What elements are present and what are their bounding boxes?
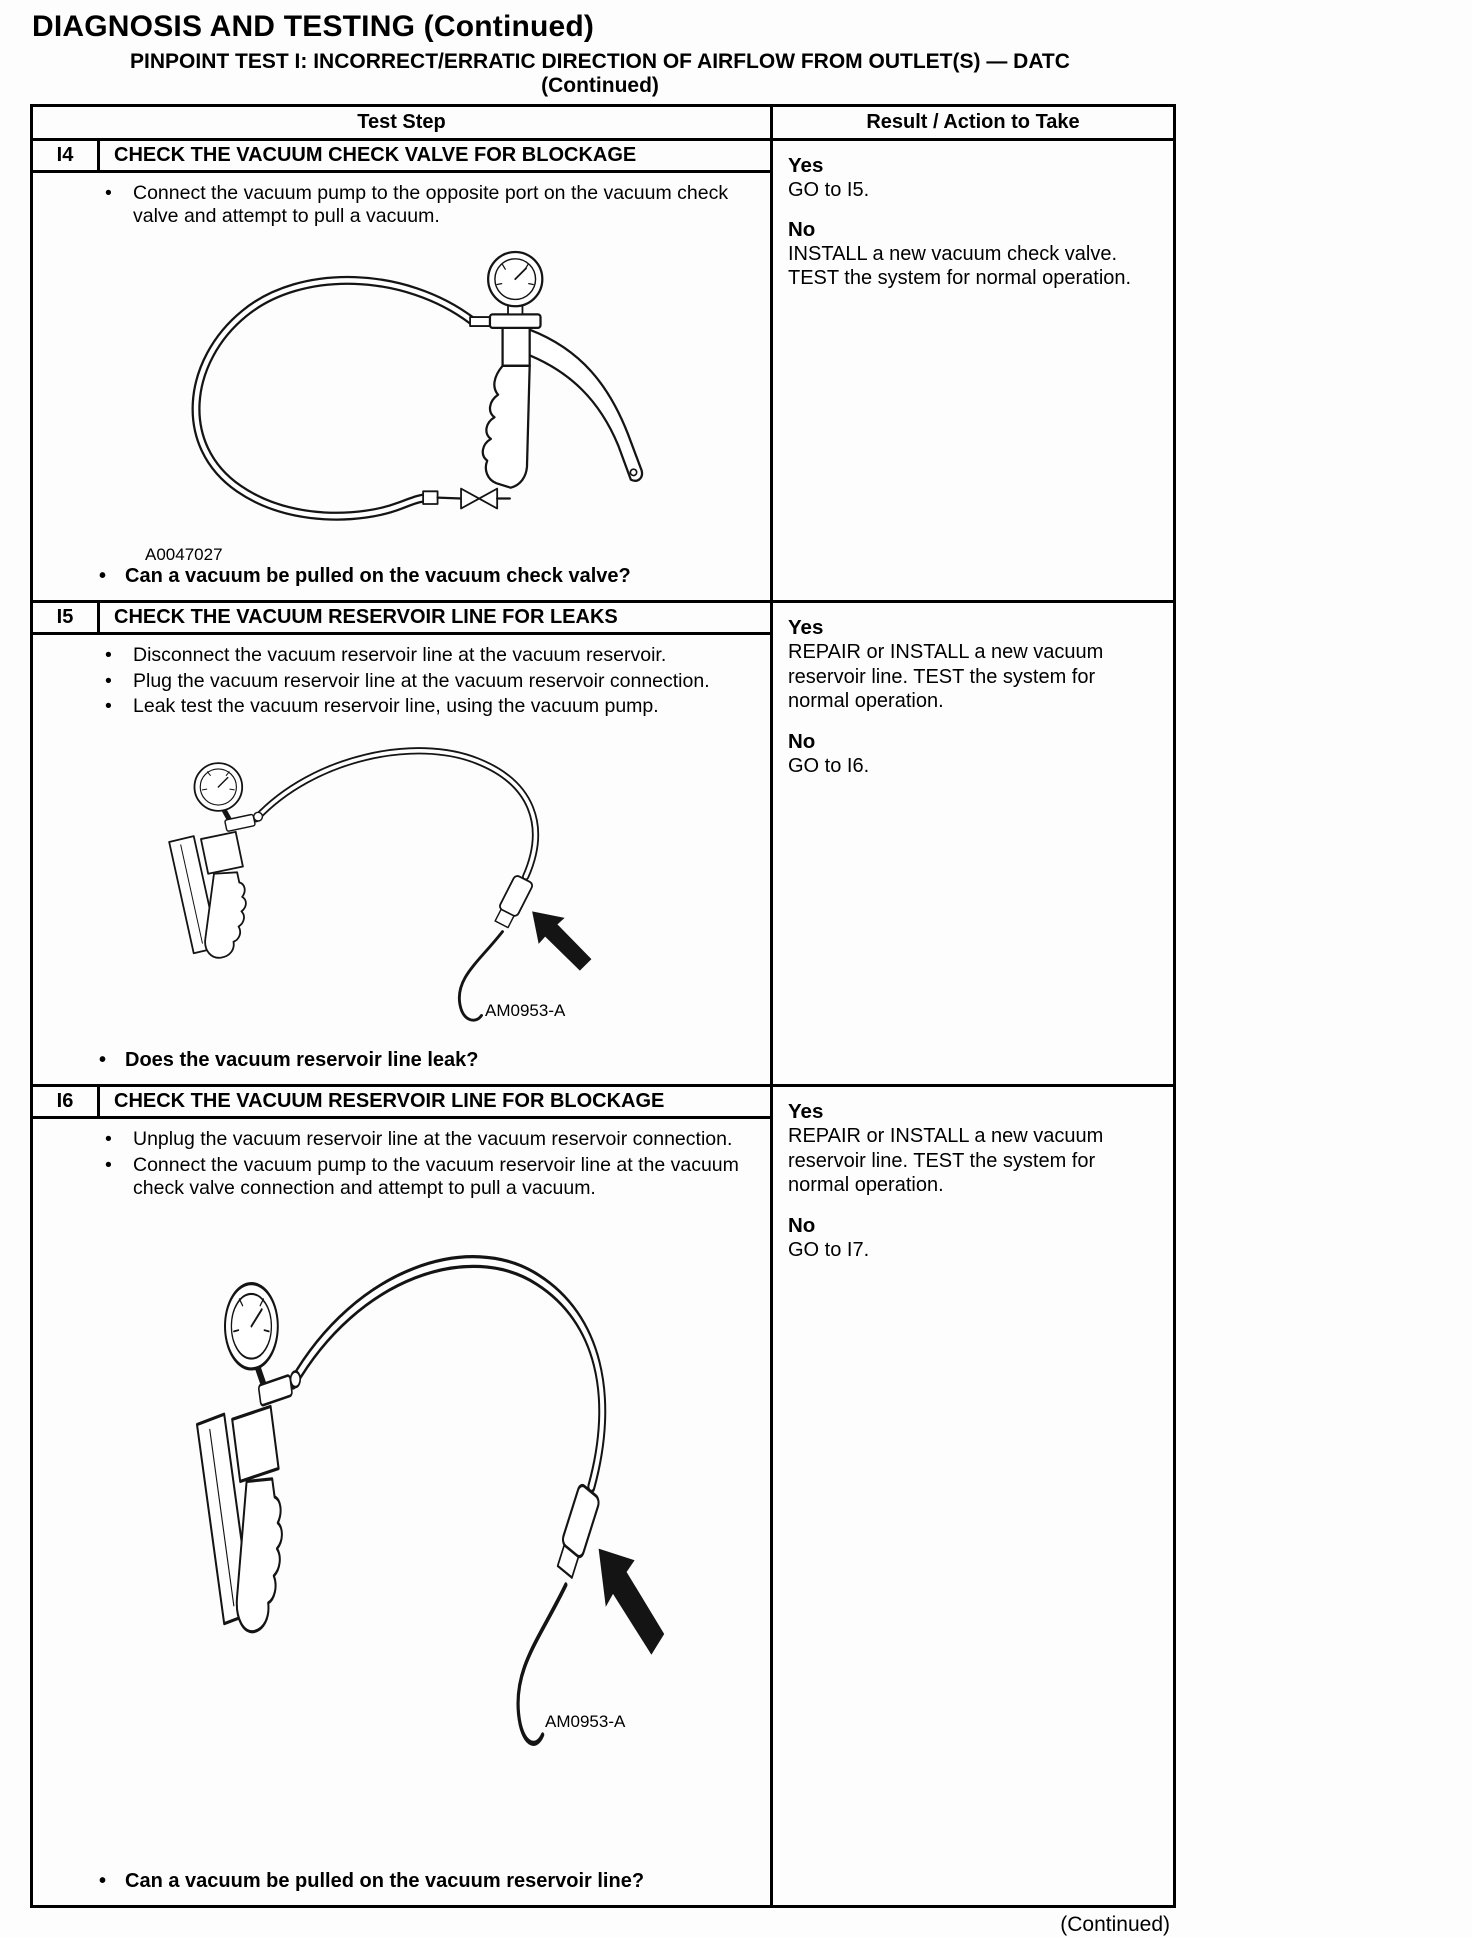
result-yes-label: Yes [788, 616, 824, 640]
result-yes-block: Yes REPAIR or INSTALL a new vacuum reser… [788, 615, 1158, 713]
result-no-label: No [788, 729, 816, 753]
result-no-block: No INSTALL a new vacuum check valve. TES… [788, 217, 1158, 291]
test-row-i4: I4 CHECK THE VACUUM CHECK VALVE FOR BLOC… [33, 140, 1173, 604]
step-title-i4: CHECK THE VACUUM CHECK VALVE FOR BLOCKAG… [114, 143, 637, 166]
vacuum-pump-with-line-illustration [133, 732, 603, 1043]
pinpoint-test-continued: (Continued) [541, 73, 659, 97]
step-question: Can a vacuum be pulled on the vacuum che… [41, 565, 762, 590]
step-body-i4: Connect the vacuum pump to the opposite … [33, 173, 770, 601]
result-yes-action: GO to I5. [788, 178, 870, 201]
footer-continued: (Continued) [1060, 1913, 1170, 1937]
step-title-i6: CHECK THE VACUUM RESERVOIR LINE FOR BLOC… [114, 1090, 665, 1113]
step-id-i6: I6 [33, 1087, 100, 1117]
test-row-i6: I6 CHECK THE VACUUM RESERVOIR LINE FOR B… [33, 1087, 1173, 1906]
table-header-row: Test Step Result / Action to Take [33, 106, 1173, 141]
result-cell-i5: Yes REPAIR or INSTALL a new vacuum reser… [773, 603, 1173, 1084]
test-step-cell-i5: I5 CHECK THE VACUUM RESERVOIR LINE FOR L… [33, 603, 773, 1085]
result-no-action: GO to I7. [788, 1238, 870, 1261]
figure-id-label: A0047027 [145, 545, 223, 565]
result-yes-block: Yes GO to I5. [788, 153, 1158, 202]
result-no-action: GO to I6. [788, 754, 870, 777]
step-question: Can a vacuum be pulled on the vacuum res… [41, 1870, 762, 1895]
test-step-cell-i4: I4 CHECK THE VACUUM CHECK VALVE FOR BLOC… [33, 140, 773, 601]
step-instruction: Connect the vacuum pump to the vacuum re… [41, 1154, 762, 1201]
pinpoint-test-table: Test Step Result / Action to Take I4 CHE… [30, 103, 1176, 1909]
step-instruction: Leak test the vacuum reservoir line, usi… [41, 695, 762, 718]
step-id-i5: I5 [33, 603, 100, 633]
step-header-i6: I6 CHECK THE VACUUM RESERVOIR LINE FOR B… [33, 1087, 770, 1120]
vacuum-pump-illustration [107, 243, 667, 541]
result-yes-label: Yes [788, 153, 824, 177]
column-header-result-action: Result / Action to Take [866, 110, 1080, 133]
step-body-i5: Disconnect the vacuum reservoir line at … [33, 635, 770, 1084]
result-yes-block: Yes REPAIR or INSTALL a new vacuum reser… [788, 1099, 1158, 1197]
result-no-action: INSTALL a new vacuum check valve. TEST t… [788, 243, 1132, 290]
result-cell-i4: Yes GO to I5. No INSTALL a new vacuum ch… [773, 141, 1173, 601]
figure-id-label: AM0953-A [545, 1711, 626, 1731]
step-body-i6: Unplug the vacuum reservoir line at the … [33, 1119, 770, 1905]
result-no-label: No [788, 1213, 816, 1237]
pinpoint-test-title: PINPOINT TEST I: INCORRECT/ERRATIC DIREC… [130, 50, 1070, 73]
page-title: DIAGNOSIS AND TESTING (Continued) [32, 10, 595, 43]
step-header-i4: I4 CHECK THE VACUUM CHECK VALVE FOR BLOC… [33, 140, 770, 173]
result-no-block: No GO to I6. [788, 729, 1158, 778]
test-step-cell-i6: I6 CHECK THE VACUUM RESERVOIR LINE FOR B… [33, 1087, 773, 1906]
figure-container: AM0953-A [157, 1228, 677, 1784]
step-instruction: Unplug the vacuum reservoir line at the … [41, 1128, 762, 1151]
result-cell-i6: Yes REPAIR or INSTALL a new vacuum reser… [773, 1087, 1173, 1905]
step-header-i5: I5 CHECK THE VACUUM RESERVOIR LINE FOR L… [33, 603, 770, 636]
column-header-test-step: Test Step [33, 106, 773, 138]
step-instruction: Disconnect the vacuum reservoir line at … [41, 644, 762, 667]
result-no-label: No [788, 218, 816, 241]
result-yes-action: REPAIR or INSTALL a new vacuum reservoir… [788, 1125, 1104, 1197]
result-yes-action: REPAIR or INSTALL a new vacuum reservoir… [788, 641, 1104, 713]
step-instruction: Connect the vacuum pump to the opposite … [41, 182, 762, 229]
figure-id-label: AM0953-A [485, 1000, 566, 1020]
vacuum-pump-with-line-illustration [157, 1228, 677, 1784]
step-title-i5: CHECK THE VACUUM RESERVOIR LINE FOR LEAK… [114, 606, 618, 629]
result-no-block: No GO to I7. [788, 1213, 1158, 1262]
test-row-i5: I5 CHECK THE VACUUM RESERVOIR LINE FOR L… [33, 603, 1173, 1088]
figure-container: AM0953-A [133, 732, 603, 1043]
result-yes-label: Yes [788, 1100, 824, 1124]
step-instruction: Plug the vacuum reservoir line at the va… [41, 670, 762, 693]
step-id-i4: I4 [33, 140, 100, 170]
step-question: Does the vacuum reservoir line leak? [41, 1049, 762, 1074]
